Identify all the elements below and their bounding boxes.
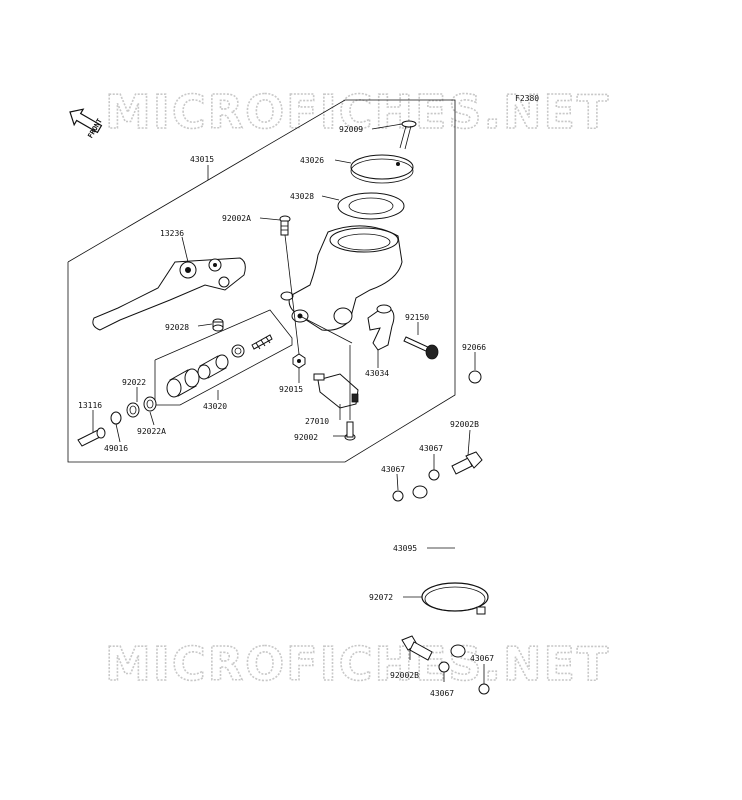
reservoir-cap	[350, 154, 414, 184]
brake-hose	[412, 485, 466, 658]
nut	[292, 353, 306, 369]
label-43034: 43034	[365, 369, 389, 378]
hose-clamp	[421, 582, 489, 615]
label-92002b-bottom: 92002B	[390, 671, 419, 680]
diagram-code: F2380	[515, 94, 539, 103]
label-43095: 43095	[393, 544, 417, 553]
clamp-bolt	[403, 336, 439, 360]
handlebar-clamp	[367, 304, 395, 351]
label-43067-a: 43067	[419, 444, 443, 453]
label-92002: 92002	[294, 433, 318, 442]
washers	[392, 469, 490, 695]
piston-kit	[166, 334, 273, 398]
label-27010: 27010	[305, 417, 329, 426]
watermark-top: MICROFICHES.NET	[105, 85, 610, 139]
label-92028: 92028	[165, 323, 189, 332]
label-43015: 43015	[190, 155, 214, 164]
watermark-bottom: MICROFICHES.NET	[105, 637, 610, 691]
label-43026: 43026	[300, 156, 324, 165]
banjo-bolt-top	[451, 451, 483, 475]
label-92009: 92009	[339, 125, 363, 134]
cap-screw	[399, 120, 417, 150]
brake-lever	[92, 257, 246, 331]
label-92022: 92022	[122, 378, 146, 387]
label-43028: 43028	[290, 192, 314, 201]
label-43067-b: 43067	[381, 465, 405, 474]
brake-switch	[313, 373, 359, 409]
label-43067-c: 43067	[430, 689, 454, 698]
label-92002b-top: 92002B	[450, 420, 479, 429]
diaphragm	[337, 192, 405, 220]
label-92066: 92066	[462, 343, 486, 352]
label-92072: 92072	[369, 593, 393, 602]
label-92150: 92150	[405, 313, 429, 322]
label-49016: 49016	[104, 444, 128, 453]
label-92002a: 92002A	[222, 214, 251, 223]
label-92022a: 92022A	[137, 427, 166, 436]
adjuster-assembly	[77, 396, 157, 447]
end-cap	[468, 370, 482, 384]
leader-lines	[92, 123, 485, 684]
master-cylinder-body	[280, 225, 403, 331]
lever-pin	[212, 318, 224, 332]
switch-screw	[344, 421, 356, 441]
label-43020: 43020	[203, 402, 227, 411]
front-arrow-icon	[69, 108, 103, 134]
assembly-outline	[67, 99, 456, 463]
label-13236: 13236	[160, 229, 184, 238]
pivot-bolt	[279, 215, 291, 236]
label-43067-d: 43067	[470, 654, 494, 663]
label-13116: 13116	[78, 401, 102, 410]
label-92015: 92015	[279, 385, 303, 394]
banjo-bolt-bottom	[401, 635, 433, 661]
